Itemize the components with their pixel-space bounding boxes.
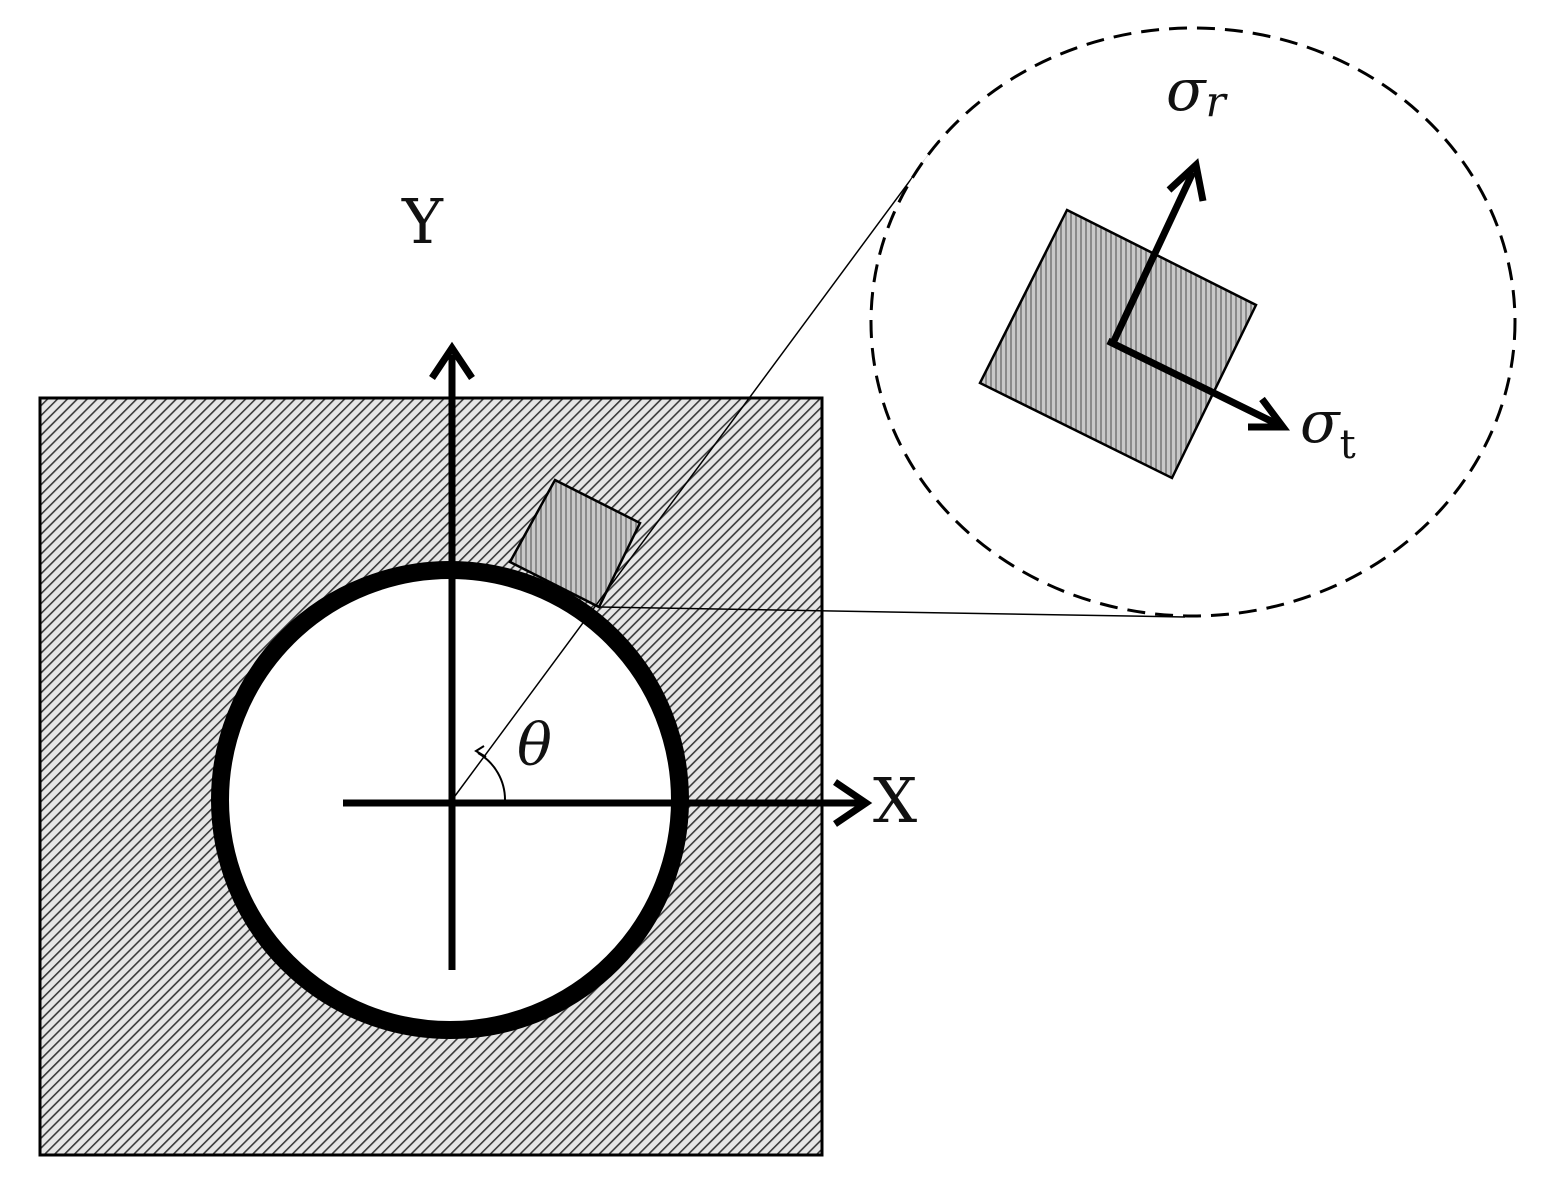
sigma-t-symbol: σ xyxy=(1300,388,1341,456)
sigma-r-arrow xyxy=(1109,170,1197,345)
radial-line xyxy=(451,139,941,801)
sigma-t-label: σt xyxy=(1300,388,1356,468)
sigma-r-symbol: σ xyxy=(1166,56,1207,124)
sigma-t-subscript: t xyxy=(1340,422,1356,468)
angle-arc-arrowhead xyxy=(474,745,487,758)
sigma-t-arrow xyxy=(1106,337,1279,428)
sigma-r-subscript: r xyxy=(1206,77,1229,126)
zoom-line-lower xyxy=(598,606,1186,618)
sigma-r-label: σr xyxy=(1166,56,1229,126)
sigma-r-arrowhead xyxy=(1166,158,1207,202)
sigma-t-arrowhead xyxy=(1248,396,1290,431)
x-axis-arrowhead xyxy=(833,779,873,827)
y-axis-arrowhead xyxy=(429,341,475,380)
x-axis-label: X xyxy=(873,764,917,837)
theta-label: θ xyxy=(517,711,552,779)
y-axis-label: Y xyxy=(401,185,444,258)
